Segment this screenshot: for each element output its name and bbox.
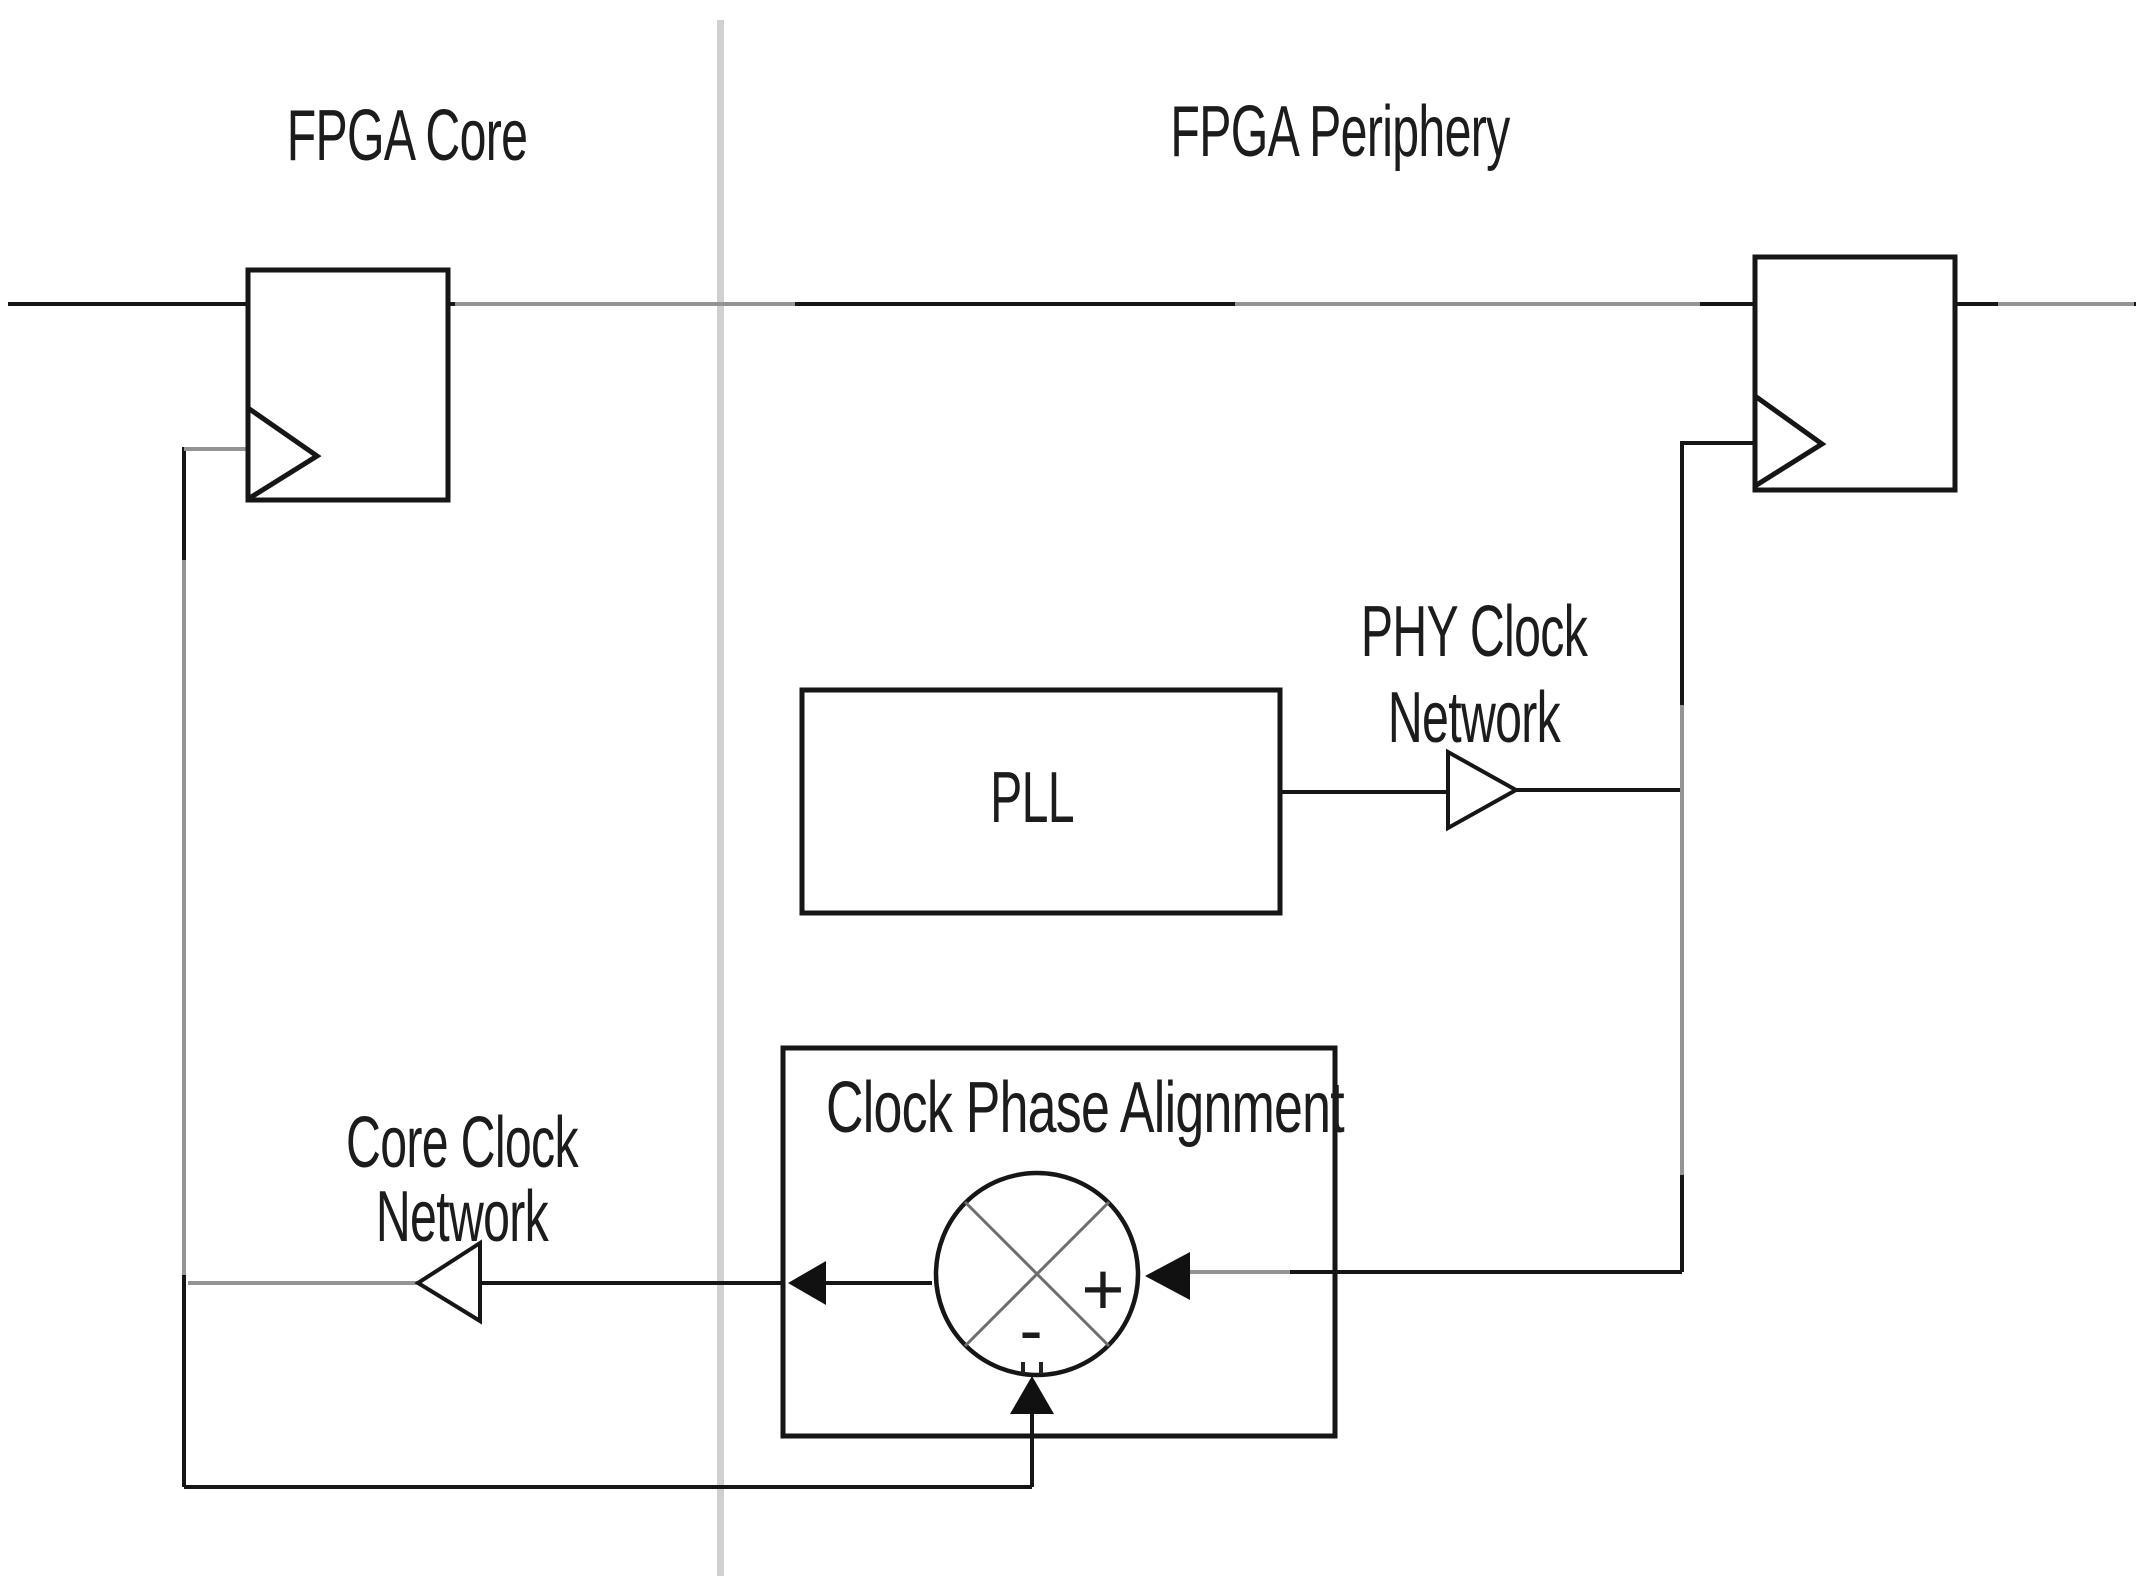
- gray-wire-segments: [182, 302, 2134, 1285]
- fpga-core-region-label: FPGA Core: [286, 96, 528, 176]
- clock-phase-alignment-label: Clock Phase Alignment: [826, 1068, 1345, 1148]
- phy-clock-network-line2: Network: [1387, 678, 1561, 758]
- phy-clock-network-line1: PHY Clock: [1360, 592, 1588, 672]
- feedback-tick-marks: [1021, 1362, 1043, 1374]
- core-clock-network-line1: Core Clock: [346, 1103, 579, 1183]
- core-clock-gray-segment: [182, 447, 246, 1275]
- feedback-arrowhead-icon: [1010, 1376, 1054, 1414]
- plus-input-sign: +: [1081, 1248, 1124, 1331]
- core-clock-output-arrowhead-icon: [788, 1261, 826, 1305]
- core-clock-network-label: Core Clock Network: [261, 1106, 663, 1254]
- pll-output-wire: [1280, 788, 1682, 794]
- core-register-clock-triangle-icon: [246, 405, 322, 502]
- feedback-wire: [182, 447, 1034, 1489]
- core-clock-network-line2: Network: [375, 1177, 549, 1257]
- phase-detector-cross-lines: [963, 1200, 1111, 1348]
- phy-clock-gray-segment: [1190, 705, 1684, 1274]
- fpga-periphery-region-label: FPGA Periphery: [1170, 92, 1510, 172]
- minus-input-sign: -: [1019, 1291, 1042, 1369]
- phy-clock-wire: [1680, 441, 1753, 1272]
- plus-input-arrowhead-icon: [1145, 1252, 1190, 1300]
- pll-label: PLL: [990, 758, 1074, 838]
- pll-box: [799, 687, 1283, 916]
- clock-phase-alignment-box: [780, 1045, 1338, 1439]
- core-periphery-divider: [717, 20, 724, 1576]
- phy-clock-network-label: PHY Clock Network: [1273, 589, 1675, 761]
- io-register-clock-triangle-icon: [1753, 393, 1827, 489]
- core-register-box: [245, 267, 451, 503]
- io-register-box: [1752, 254, 1958, 493]
- phy-clock-buffer-icon: [1446, 748, 1521, 832]
- core-clock-buffer-icon: [414, 1239, 482, 1325]
